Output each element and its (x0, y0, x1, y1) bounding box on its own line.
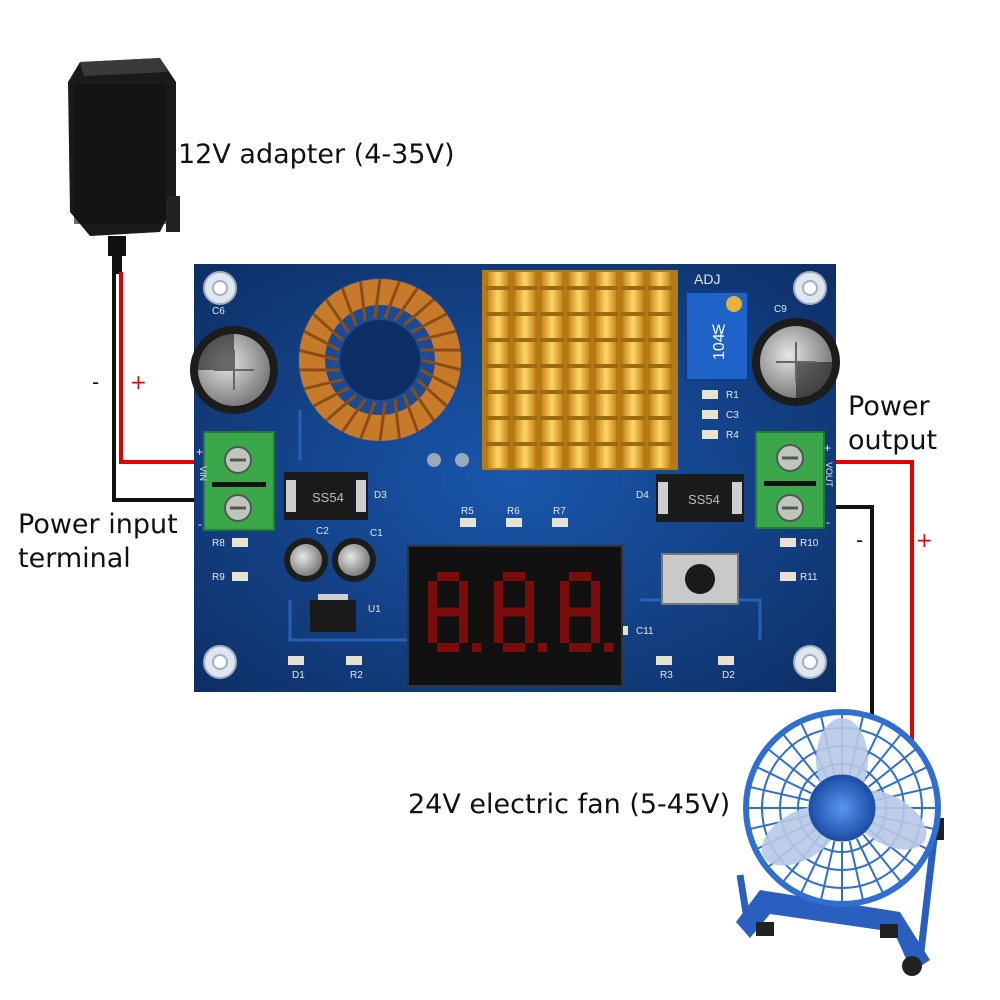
input-terminal[interactable] (203, 431, 275, 531)
label-r6: R6 (507, 506, 520, 517)
label-c3: C3 (726, 410, 739, 421)
power-input-label: Power input terminal (18, 508, 178, 576)
label-d4: D4 (636, 490, 649, 501)
capacitor-c1: C1 (332, 528, 383, 582)
regulator-u1: U1 (310, 594, 381, 632)
label-c2: C2 (316, 526, 329, 537)
input-negative-sign: - (92, 370, 100, 394)
diode-d4: SS54 D4 (636, 474, 744, 522)
capacitor-c2: C2 (284, 526, 329, 582)
diode-d4-marking: SS54 (688, 492, 720, 507)
pot-value-text: 104 (711, 333, 728, 360)
input-mark-minus: - (198, 517, 202, 531)
input-mark-plus: + (196, 445, 203, 459)
power-output-label: Power output (848, 390, 937, 458)
mounting-holes (203, 271, 827, 679)
label-r1: R1 (726, 390, 739, 401)
label-r10: R10 (800, 538, 819, 549)
label-c9: C9 (774, 304, 787, 315)
output-terminal[interactable] (755, 431, 825, 529)
label-c1: C1 (370, 528, 383, 539)
output-mark-plus: + (824, 441, 831, 455)
toroid-inductor (298, 278, 462, 442)
pot-marking-text: W (712, 321, 726, 337)
label-r4: R4 (726, 430, 739, 441)
power-input-label-line1: Power input (18, 509, 178, 540)
fan-label: 24V electric fan (5-45V) (408, 789, 731, 820)
power-output-label-line1: Power (848, 391, 930, 422)
output-positive-sign: + (916, 528, 933, 552)
label-d3: D3 (374, 490, 387, 501)
heatsink (482, 270, 678, 470)
diode-d3: SS54 D3 (284, 472, 387, 520)
label-d2: D2 (722, 670, 735, 681)
output-negative-sign: - (856, 528, 864, 552)
label-r8: R8 (212, 538, 225, 549)
label-r7: R7 (553, 506, 566, 517)
diode-d3-marking: SS54 (312, 490, 344, 505)
output-mark-vout: VOUT (824, 462, 834, 488)
label-c11: C11 (636, 626, 654, 637)
potentiometer[interactable]: 104 W (685, 291, 749, 381)
power-output-label-line2: output (848, 425, 938, 456)
label-r3: R3 (660, 670, 673, 681)
label-r11: R11 (800, 572, 818, 583)
label-r9: R9 (212, 572, 225, 583)
adapter-label: 12V adapter (4-35V) (178, 139, 455, 170)
electric-fan (736, 709, 944, 976)
push-button[interactable] (661, 553, 739, 605)
input-positive-sign: + (130, 370, 147, 394)
label-d1: D1 (292, 670, 305, 681)
label-r2: R2 (350, 670, 363, 681)
adj-label: ADJ (694, 271, 720, 287)
label-u1: U1 (368, 604, 381, 615)
output-mark-minus: - (826, 515, 830, 529)
label-r5: R5 (461, 506, 474, 517)
label-c6: C6 (212, 306, 225, 317)
power-input-label-line2: terminal (18, 543, 131, 574)
input-mark-vin: VIN (198, 466, 208, 481)
capacitor-c9 (752, 318, 840, 406)
seven-segment-display (407, 545, 623, 687)
capacitor-c6 (190, 326, 278, 414)
power-adapter (68, 58, 180, 274)
smd-components-top-right: R1 C3 R4 (702, 390, 739, 441)
